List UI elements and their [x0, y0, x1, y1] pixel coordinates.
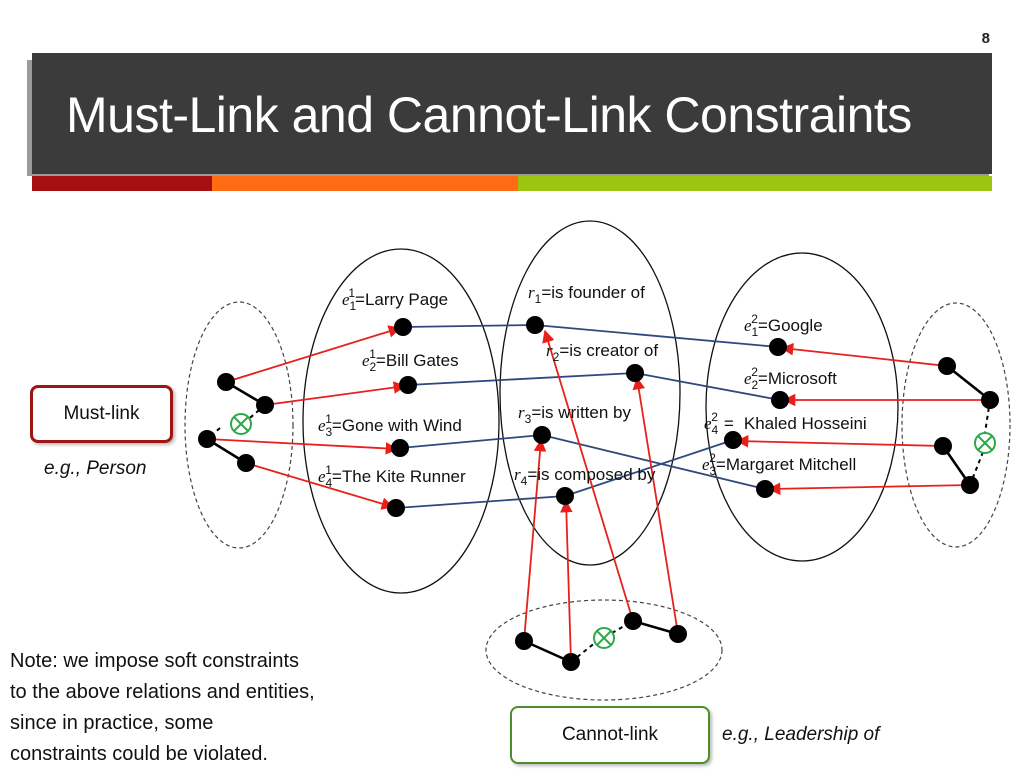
- triple-edges: [395, 324, 781, 509]
- must-link-box: Must-link: [30, 385, 173, 443]
- entity-label: e11=Larry Page: [342, 286, 448, 313]
- constraint-arrow: [542, 329, 634, 622]
- entity-label: e21=Bill Gates: [362, 347, 459, 374]
- must-link-segment: [946, 364, 991, 402]
- triple-edge: [634, 372, 781, 401]
- relation-label: r3=is written by: [518, 403, 631, 426]
- entity-node: [771, 391, 789, 409]
- relation-node: [626, 364, 644, 382]
- entity-node: [387, 499, 405, 517]
- triple-edge: [399, 434, 543, 449]
- relation-node: [556, 487, 574, 505]
- constraint-arrow: [560, 499, 573, 663]
- entity-node: [399, 376, 417, 394]
- right-entity-labels: e12=Google e22=Microsoft e42=Khaled Hoss…: [702, 312, 867, 478]
- entity-node: [769, 338, 787, 356]
- constraint-arrows: [206, 325, 990, 663]
- note-text: Note: we impose soft constraints to the …: [10, 646, 390, 770]
- constraint-arrow: [767, 482, 971, 496]
- cannot-link-box: Cannot-link: [510, 706, 710, 764]
- entity-label: e41=The Kite Runner: [318, 463, 466, 490]
- instance-node: [256, 396, 274, 414]
- relation-label: r2=is creator of: [546, 341, 658, 364]
- instance-node: [624, 612, 642, 630]
- accent-stripe-red: [32, 176, 212, 191]
- instance-node: [237, 454, 255, 472]
- constraint-arrow: [225, 325, 402, 383]
- relation-label: r1=is founder of: [528, 283, 645, 306]
- entity-node: [391, 439, 409, 457]
- must-link-right-ellipse: [901, 302, 1011, 548]
- cannot-link-icon: [974, 432, 996, 454]
- instance-node: [961, 476, 979, 494]
- note-line: constraints could be violated.: [10, 743, 268, 765]
- instance-node: [515, 632, 533, 650]
- must-link-label: Must-link: [63, 403, 140, 424]
- constraint-arrow: [632, 376, 679, 635]
- entity-node: [756, 480, 774, 498]
- right-entity-ellipse: [705, 252, 899, 562]
- constraint-arrow: [523, 438, 547, 642]
- note-line: to the above relations and entities,: [10, 681, 315, 703]
- entity-label: e31=Gone with Wind: [318, 412, 462, 439]
- triple-edge: [534, 324, 779, 348]
- accent-stripe-orange: [212, 176, 518, 191]
- relation-label: r4=is composed by: [514, 465, 656, 488]
- left-entity-ellipse: [302, 248, 500, 594]
- constraint-arrow: [735, 434, 944, 448]
- nodes: [198, 316, 999, 671]
- left-entity-labels: e11=Larry Page e21=Bill Gates e31=Gone w…: [318, 286, 466, 490]
- entity-label: e12=Google: [744, 312, 823, 339]
- title-bar: [32, 53, 992, 174]
- constraint-arrow: [206, 438, 399, 455]
- constraint-arrow: [780, 342, 948, 367]
- cannot-link-example: e.g., Leadership of: [722, 724, 880, 745]
- instance-node: [562, 653, 580, 671]
- instance-node: [669, 625, 687, 643]
- cannot-link-ellipse: [485, 599, 723, 701]
- cannot-link-label: Cannot-link: [561, 724, 659, 745]
- instance-node: [934, 437, 952, 455]
- page-number: 8: [981, 30, 990, 47]
- instance-node: [217, 373, 235, 391]
- relation-ellipse: [499, 220, 681, 566]
- entity-node: [394, 318, 412, 336]
- accent-stripe-green: [518, 176, 992, 191]
- constraint-arrow: [245, 462, 395, 510]
- cannot-link-markers: [230, 413, 996, 649]
- entity-label: e42=Khaled Hosseini: [704, 410, 867, 437]
- slide-title: Must-Link and Cannot-Link Constraints: [66, 87, 912, 143]
- constraint-arrow: [264, 381, 407, 406]
- relation-labels: r1=is founder of r2=is creator of r3=is …: [514, 283, 658, 488]
- triple-edge: [395, 495, 566, 509]
- instance-node: [198, 430, 216, 448]
- relation-node: [526, 316, 544, 334]
- entity-label: e32=Margaret Mitchell: [702, 451, 856, 478]
- instance-node: [981, 391, 999, 409]
- must-link-example: e.g., Person: [44, 458, 147, 479]
- note-line: since in practice, some: [10, 712, 214, 734]
- cannot-link-dashes: [206, 399, 991, 663]
- must-link-left-ellipse: [184, 301, 294, 549]
- instance-node: [938, 357, 956, 375]
- cannot-link-icon: [593, 627, 615, 649]
- triple-edge: [402, 324, 536, 328]
- relation-node: [533, 426, 551, 444]
- triple-edge: [407, 372, 636, 386]
- note-line: Note: we impose soft constraints: [10, 650, 300, 672]
- entity-label: e22=Microsoft: [744, 365, 837, 392]
- entity-node: [724, 431, 742, 449]
- cannot-link-icon: [230, 413, 252, 435]
